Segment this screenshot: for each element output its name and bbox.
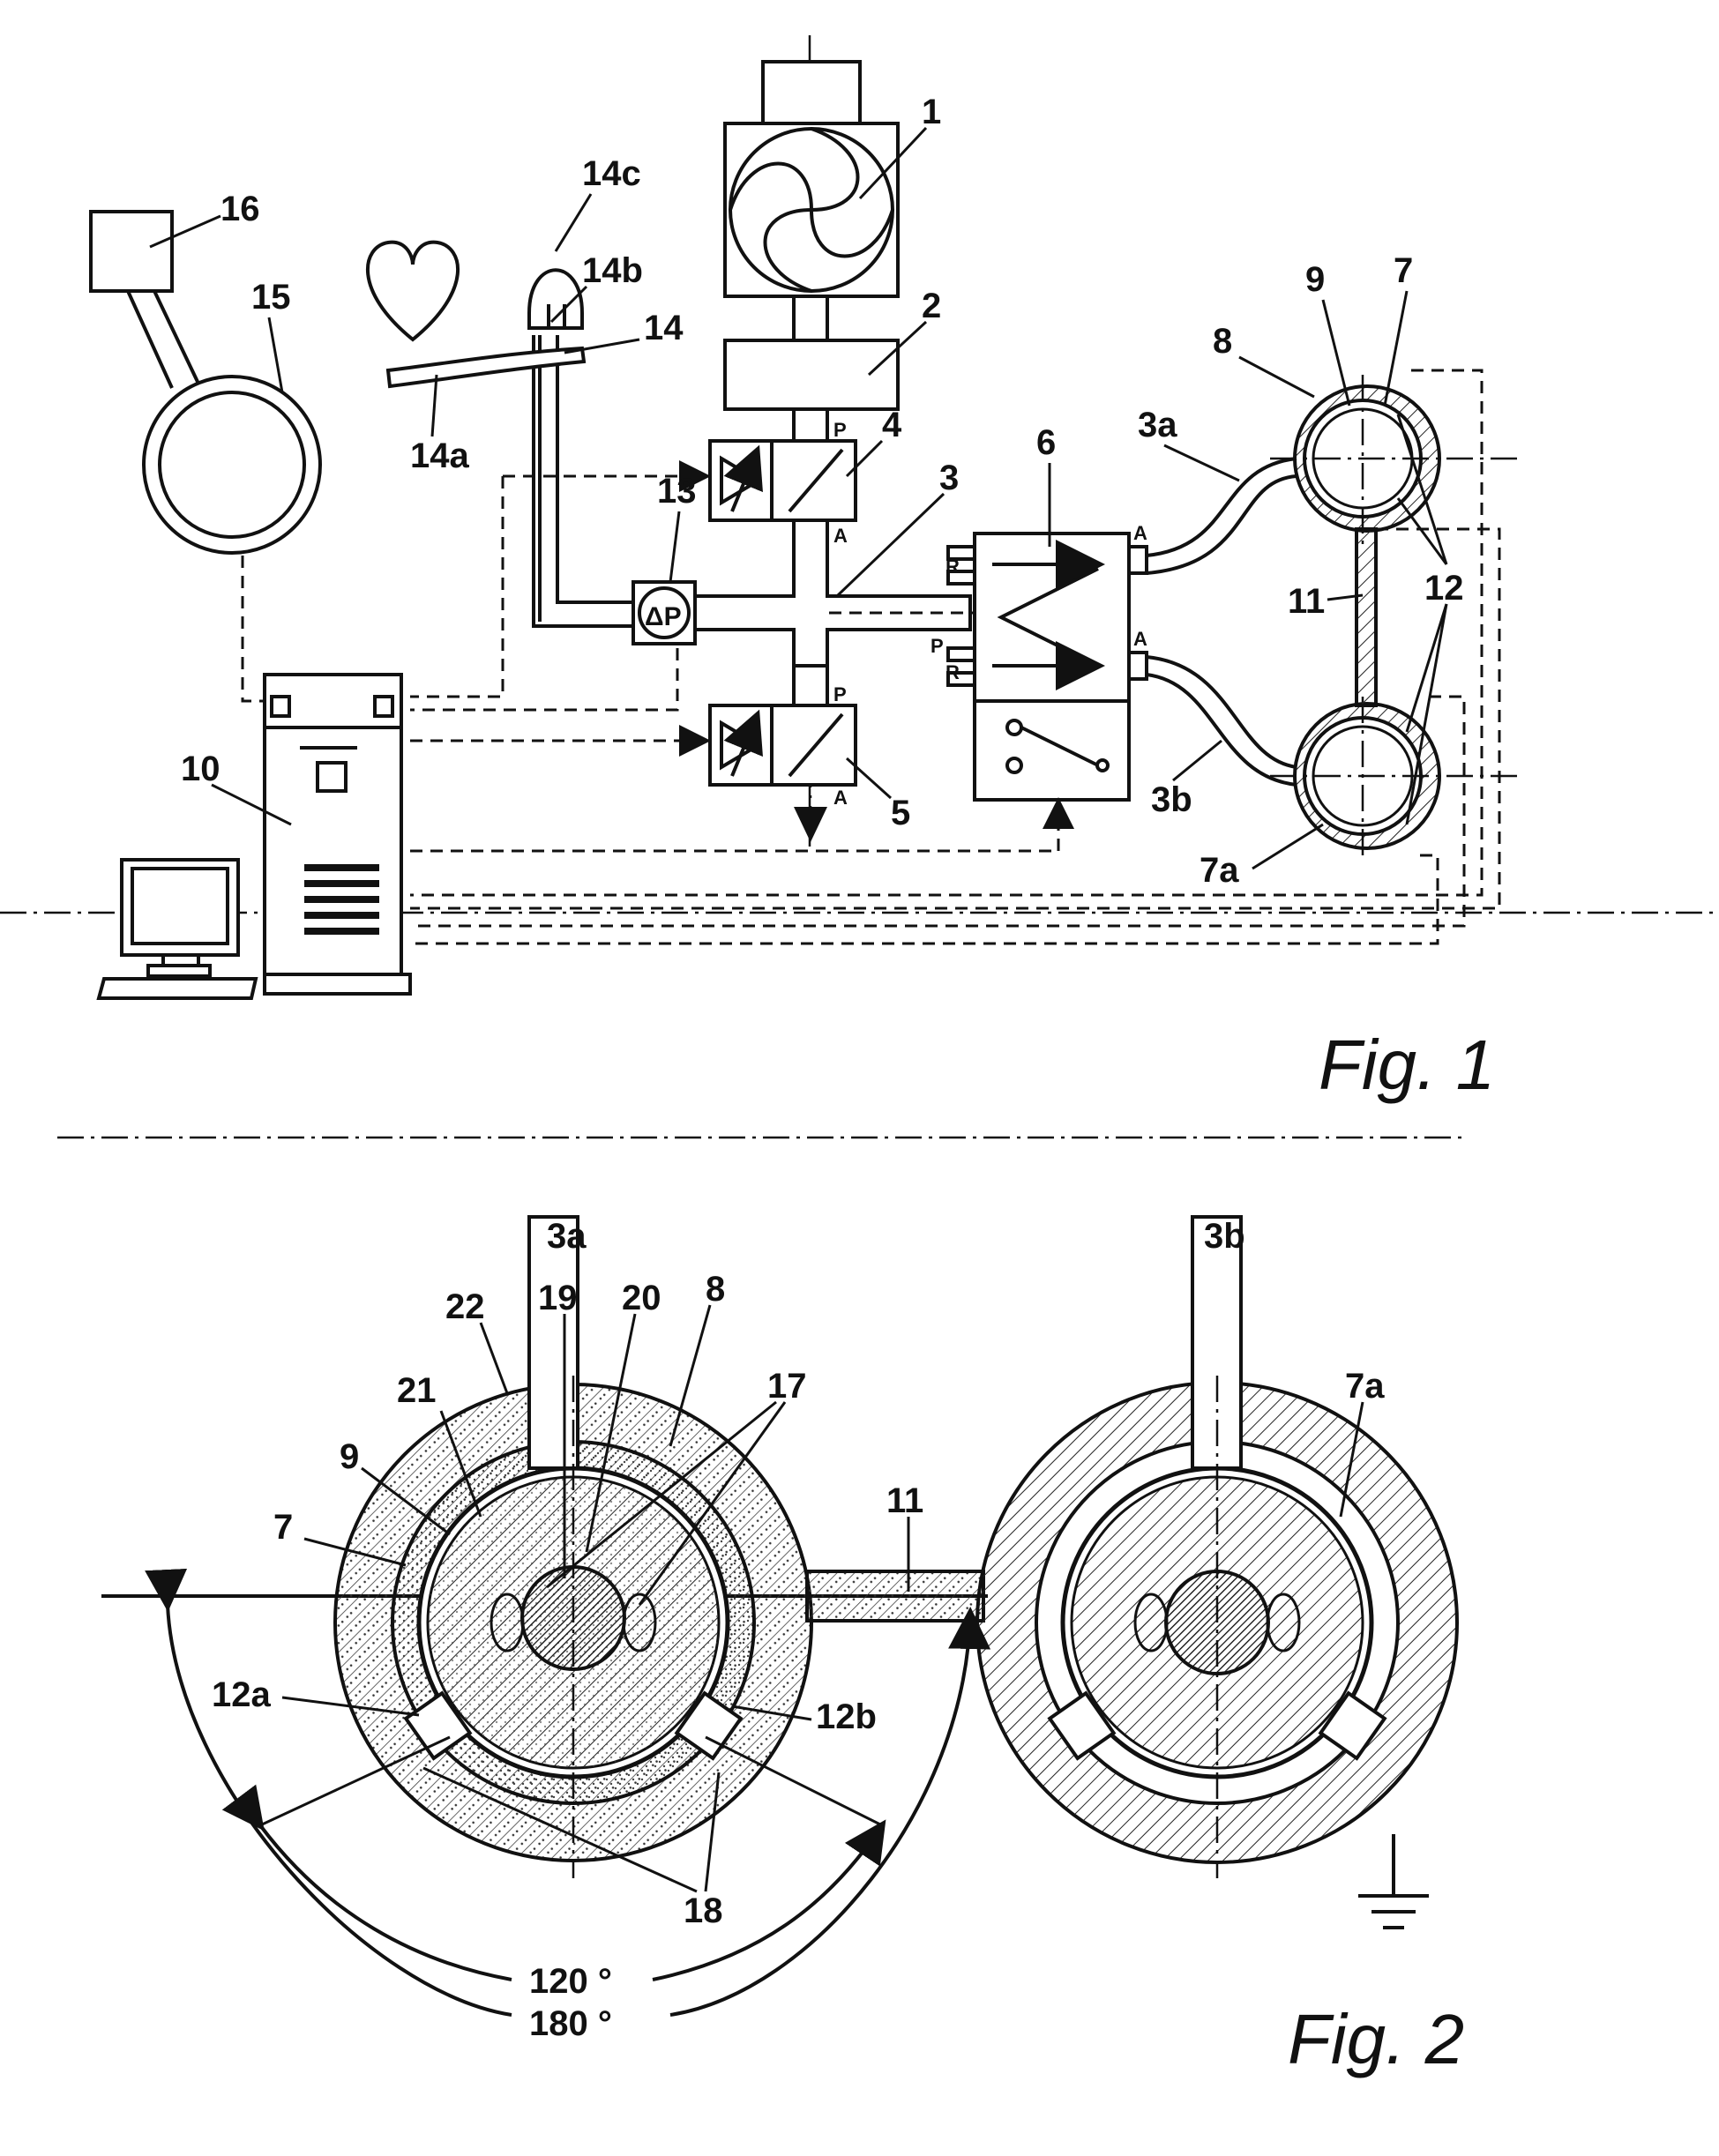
pressure-sensor-13: ΔP [633,582,695,644]
control-unit-10 [265,675,410,994]
connector-11-section [807,1571,983,1621]
manifold-3 [684,520,970,666]
port-label: P [931,635,944,657]
label-14c: 14c [582,154,641,193]
valve-6 [948,533,1147,800]
label-14b: 14b [582,251,643,290]
computer-icon [99,860,256,998]
label-14: 14 [644,309,684,347]
valve-5 [710,705,856,785]
label-14a: 14a [410,436,469,475]
monitor-16 [91,212,172,291]
label-1: 1 [922,93,941,131]
label-3b: 3b [1204,1217,1245,1256]
label-3a: 3a [547,1217,587,1256]
port-label: A [833,787,848,809]
label-12b: 12b [816,1697,877,1736]
label-7a: 7a [1345,1367,1385,1406]
figure-2-caption: Fig. 2 [1288,2000,1464,2078]
label-2: 2 [922,287,941,325]
label-11: 11 [1288,582,1325,621]
label-7a: 7a [1200,851,1239,890]
cuff-7 [1270,375,1517,547]
port-label: R [945,661,960,683]
label-16: 16 [220,190,260,228]
label-3b: 3b [1151,780,1192,819]
label-8: 8 [706,1270,725,1309]
filter-2 [725,340,898,409]
ground-icon [1358,1834,1429,1928]
port-label: A [1133,522,1147,544]
figure-1: P A P A ΔP [0,35,1719,1104]
label-3a: 3a [1138,406,1177,444]
label-17: 17 [767,1367,807,1406]
hose-3b [1147,657,1297,767]
label-15: 15 [251,278,291,317]
label-12a: 12a [212,1675,271,1714]
connector-11 [1357,529,1376,705]
label-21: 21 [397,1371,437,1410]
figure-2: 120 ° 180 ° 3a 3b 22 19 20 8 21 17 9 7 1… [101,1217,1464,2078]
port-label: A [1133,628,1147,650]
label-6: 6 [1036,423,1056,462]
label-13: 13 [657,472,697,511]
exhaust-arrow [794,807,827,842]
label-9: 9 [1305,260,1325,299]
label-5: 5 [891,794,910,832]
port-label: P [833,419,847,441]
tube-right [557,335,633,602]
heart-icon [368,242,458,339]
label-19: 19 [538,1279,578,1317]
cuff-7a-section [977,1217,1457,1878]
label-9: 9 [340,1437,359,1476]
label-18: 18 [684,1891,723,1930]
tube-left [534,335,633,626]
figure-1-caption: Fig. 1 [1319,1026,1495,1104]
label-7: 7 [1394,251,1413,290]
port-label: A [833,525,848,547]
cuff-15 [144,377,320,553]
catheter-14 [388,348,584,386]
valve-4 [710,441,856,520]
label-22: 22 [445,1287,485,1326]
label-3: 3 [939,459,959,497]
label-12: 12 [1424,569,1464,608]
label-10: 10 [181,750,220,788]
port-label: R [945,556,960,578]
label-7: 7 [273,1508,293,1547]
label-20: 20 [622,1279,661,1317]
angle-120: 120 ° [529,1962,612,2001]
pump-1 [725,62,898,296]
label-11: 11 [886,1481,923,1520]
port-label: P [833,683,847,705]
label-4: 4 [882,406,902,444]
delta-p-text: ΔP [645,602,682,631]
label-8: 8 [1213,322,1232,361]
angle-180: 180 ° [529,2004,612,2043]
